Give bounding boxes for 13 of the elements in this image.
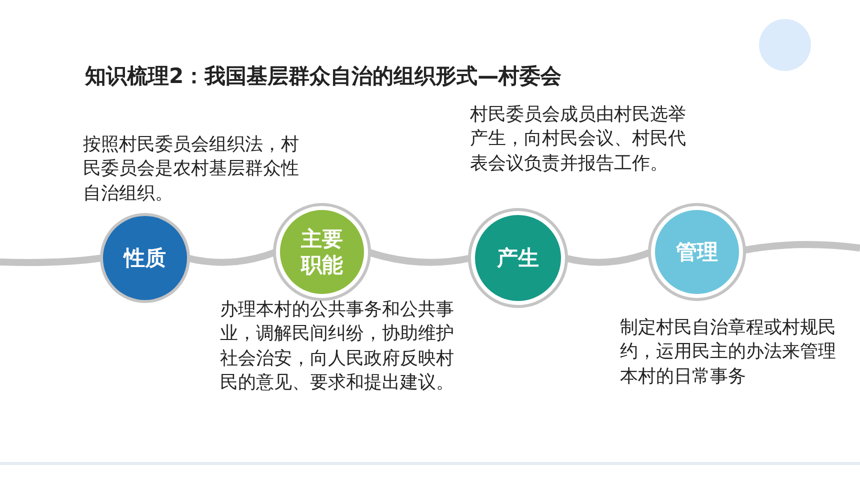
description-text: 村民委员会成员由村民选举产生，向村民会议、村民代表会议负责并报告工作。 — [470, 103, 687, 176]
topic-circle — [103, 216, 187, 300]
topic-circle — [651, 206, 743, 298]
description-text: 制定村民自治章程或村规民约，运用民主的办法来管理本村的日常事务 — [620, 316, 837, 389]
circle-label: 产生 — [496, 244, 540, 272]
topic-circle — [276, 206, 368, 298]
topic-circle — [471, 211, 565, 305]
slide-title: 知识梳理2：我国基层群众自治的组织形式—村委会 — [85, 63, 562, 90]
circle-label: 性质 — [122, 244, 167, 272]
circle-label: 管理 — [675, 238, 719, 266]
description-text: 按照村民委员会组织法，村民委员会是农村基层群众性自治组织。 — [83, 133, 300, 206]
description-text: 办理本村的公共事务和公共事业，调解民间纠纷，协助维护社会治安，向人民政府反映村民的意见、要求和提出建议。 — [220, 298, 455, 395]
circle-label: 主要职能 — [300, 226, 344, 278]
